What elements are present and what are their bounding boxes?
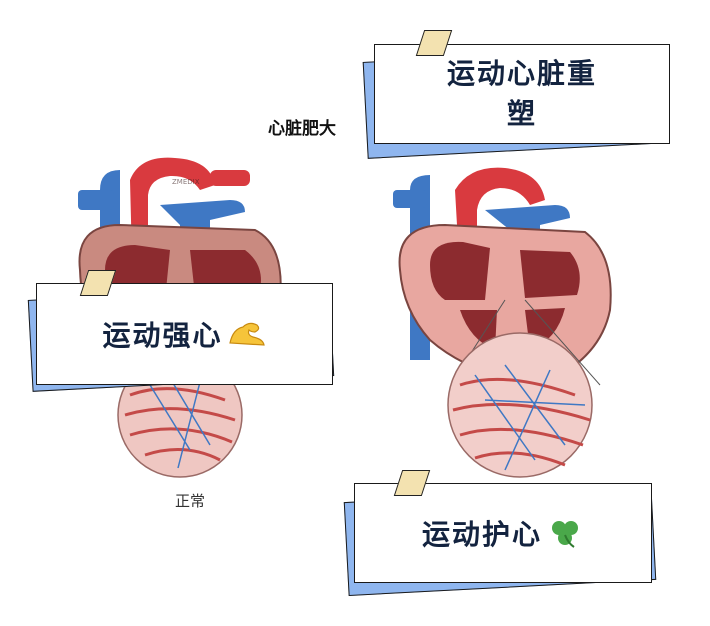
figure-heading: 心脏肥大 — [268, 119, 336, 139]
watermark: ZMEDIX — [172, 178, 200, 186]
note-strong-text: 运动强心 — [102, 319, 223, 352]
note-protect-text: 运动护心 — [421, 518, 542, 551]
hypertrophy-heart-illustration — [393, 167, 612, 478]
normal-caption: 正常 — [175, 492, 206, 510]
note-remodel-line2: 塑 — [506, 97, 537, 130]
shamrock-icon — [552, 521, 578, 548]
note-remodel-line1: 运动心脏重 — [446, 57, 597, 90]
flexed-biceps-icon — [228, 322, 265, 346]
